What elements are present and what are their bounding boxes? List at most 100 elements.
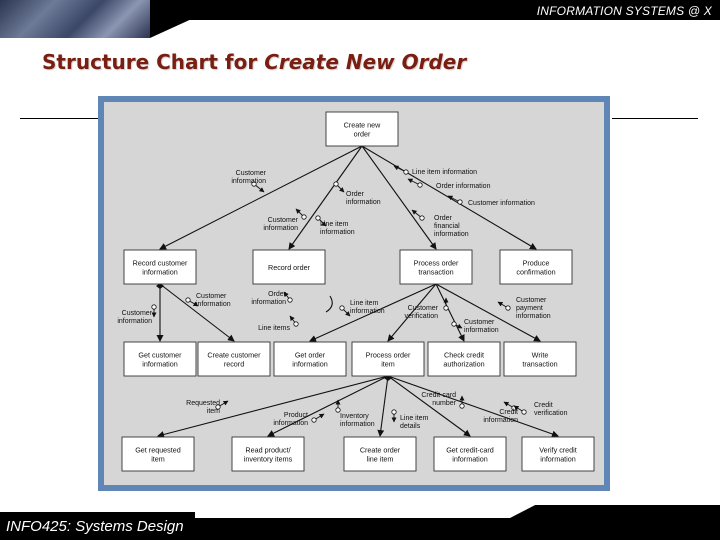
- connector-process_order_item-get_requested: [157, 375, 389, 438]
- couple-dot-c10: [185, 297, 191, 303]
- module-box: [252, 249, 326, 285]
- divider-right: [612, 118, 698, 119]
- module-label: Read product/inventory items: [244, 446, 293, 464]
- module-box: [433, 436, 507, 472]
- couple-label-c3: Customer information: [468, 200, 535, 207]
- couple-dot-c18: [311, 417, 317, 423]
- connector-process_order_txn-write_txn: [435, 283, 541, 342]
- couple-dot-c1: [403, 169, 409, 175]
- footer-wedge: [510, 505, 720, 518]
- couple-dot-c3: [457, 199, 463, 205]
- couple-dot-c5: [333, 181, 339, 187]
- couple-dot-c7: [315, 215, 321, 221]
- module-record-order: Record order: [252, 249, 326, 285]
- couple-dot-c12: [293, 321, 299, 327]
- branch-diamond-record_customer: [156, 283, 164, 289]
- module-box: [427, 341, 501, 377]
- module-box: [231, 436, 305, 472]
- top-banner: INFORMATION SYSTEMS @ X: [0, 0, 720, 38]
- couple-dot-c20: [391, 409, 397, 415]
- slide-title-plain: Structure Chart for: [42, 50, 265, 74]
- connector-process_order_txn-process_order_item: [387, 283, 437, 342]
- module-box: [197, 341, 271, 377]
- branch-diamond-process_order_item: [384, 375, 392, 381]
- couple-dot-c17: [215, 404, 221, 410]
- module-box: [121, 436, 195, 472]
- couple-dot-c23: [521, 409, 527, 415]
- connector-process_order_txn-get_order: [309, 283, 437, 342]
- module-box: [123, 341, 197, 377]
- connector-root-record_order: [288, 145, 363, 250]
- couple-dot-c15: [505, 305, 511, 311]
- couple-dot-c16: [451, 321, 457, 327]
- module-box: [521, 436, 595, 472]
- module-box: [499, 249, 573, 285]
- module-box: [503, 341, 577, 377]
- module-box: [273, 341, 347, 377]
- module-box: [123, 249, 197, 285]
- couple-dot-c4: [251, 181, 257, 187]
- footer-course: INFO425: Systems Design: [6, 518, 184, 535]
- couple-dot-c6: [301, 214, 307, 220]
- couple-dot-c11: [287, 297, 293, 303]
- loop-mark: [325, 295, 333, 313]
- header-title: INFORMATION SYSTEMS @ X: [536, 4, 712, 18]
- couple-dot-c9: [151, 304, 157, 310]
- couple-dot-c21: [459, 403, 465, 409]
- banner-wedge: [150, 0, 190, 38]
- connector-root-process_order_txn: [361, 145, 437, 250]
- banner-bar: [150, 0, 720, 20]
- connector-process_order_item-create_order_line: [377, 375, 389, 437]
- module-label: Record order: [268, 263, 311, 272]
- couple-dot-c13: [339, 305, 345, 311]
- couple-label-c2: Order information: [436, 183, 491, 190]
- module-read-product: Read product/inventory items: [231, 436, 305, 472]
- module-box: [399, 249, 473, 285]
- slide-title-italic: Create New Order: [264, 50, 467, 74]
- couple-dot-c19: [335, 407, 341, 413]
- couple-dot-c2: [417, 182, 423, 188]
- module-box: [343, 436, 417, 472]
- connector-process_order_item-get_credit_card: [387, 375, 471, 437]
- connector-record_customer-create_customer: [159, 283, 235, 342]
